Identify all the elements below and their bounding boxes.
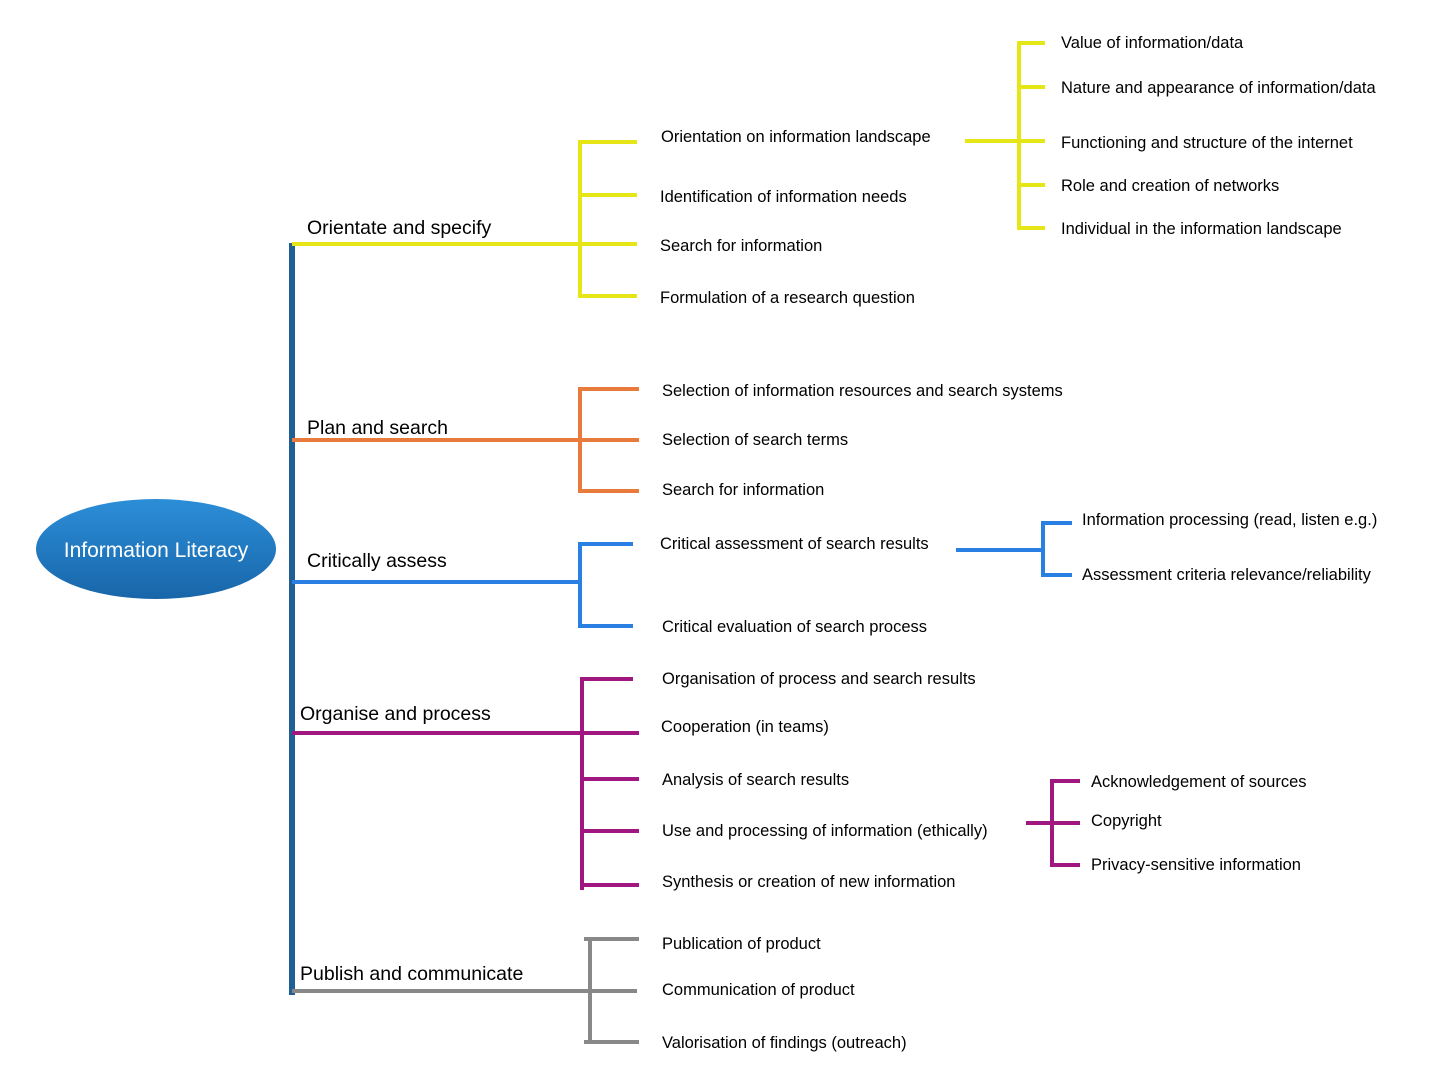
sub-item-label: Individual in the information landscape (1061, 220, 1342, 238)
sub-item-label: Privacy-sensitive information (1091, 856, 1301, 874)
item-label: Orientation on information landscape (661, 128, 931, 146)
item-label: Communication of product (662, 981, 855, 999)
item-label: Valorisation of findings (outreach) (662, 1034, 907, 1052)
item-label: Selection of search terms (662, 431, 848, 449)
item-label: Publication of product (662, 935, 821, 953)
branch-organise: Organise and process Organisation of pro… (292, 670, 1307, 891)
item-label: Organisation of process and search resul… (662, 670, 976, 688)
branch-publish: Publish and communicate Publication of p… (292, 935, 907, 1052)
branch-label: Organise and process (300, 703, 491, 725)
item-label: Critical assessment of search results (660, 535, 929, 553)
sub-item-label: Role and creation of networks (1061, 177, 1279, 195)
branch-label: Publish and communicate (300, 963, 523, 985)
sub-item-label: Functioning and structure of the interne… (1061, 134, 1353, 152)
item-label: Synthesis or creation of new information (662, 873, 955, 891)
item-label: Formulation of a research question (660, 289, 915, 307)
item-label: Cooperation (in teams) (661, 718, 829, 736)
sub-item-label: Value of information/data (1061, 34, 1244, 52)
item-label: Selection of information resources and s… (662, 382, 1063, 400)
root-ellipse (36, 499, 276, 599)
item-label: Use and processing of information (ethic… (662, 822, 988, 840)
branch-orientate: Orientate and specify Orientation on inf… (292, 34, 1376, 307)
branch-assess: Critically assess Critical assessment of… (292, 511, 1377, 636)
root-label: Information Literacy (64, 539, 249, 562)
branch-label: Plan and search (307, 417, 448, 439)
branch-label: Critically assess (307, 550, 447, 572)
sub-item-label: Copyright (1091, 812, 1162, 830)
sub-item-label: Information processing (read, listen e.g… (1082, 511, 1377, 529)
item-label: Search for information (662, 481, 824, 499)
item-label: Analysis of search results (662, 771, 849, 789)
root-node: Information Literacy (36, 499, 276, 599)
item-label: Critical evaluation of search process (662, 618, 927, 636)
item-label: Identification of information needs (660, 188, 907, 206)
item-label: Search for information (660, 237, 822, 255)
branch-label: Orientate and specify (307, 217, 492, 239)
sub-item-label: Acknowledgement of sources (1091, 773, 1307, 791)
sub-item-label: Nature and appearance of information/dat… (1061, 79, 1376, 97)
branch-plan: Plan and search Selection of information… (292, 382, 1063, 499)
sub-item-label: Assessment criteria relevance/reliabilit… (1082, 566, 1372, 584)
